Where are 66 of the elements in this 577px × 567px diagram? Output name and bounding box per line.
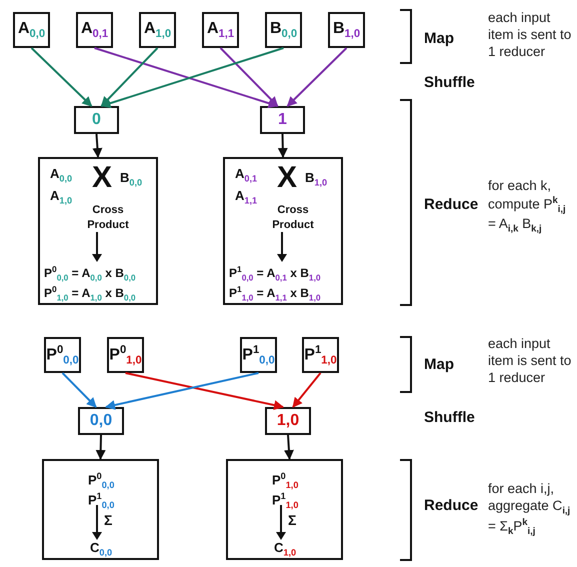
item-box [44, 337, 81, 373]
formula-text: P$^{1}$$_{0,0}$ = A$_{0,1}$ x B$_{1,0}$ [229, 265, 321, 283]
arrow [105, 372, 259, 410]
arrow [30, 47, 92, 107]
sum-sign: Σ [104, 513, 112, 528]
item-box [202, 12, 239, 48]
item-label: A$_{1,1}$ [206, 20, 234, 40]
item-label: B$_{0,0}$ [270, 20, 298, 40]
reducer-key: 0 [92, 111, 101, 129]
reducer-key: 1 [278, 111, 287, 129]
operation-label: Cross Product [86, 203, 130, 233]
phase-label: Shuffle [424, 74, 475, 91]
formula-text: A$_{0,0}$ [50, 167, 72, 184]
reducer-box [226, 459, 343, 560]
formula-text: A$_{1,0}$ [50, 189, 72, 206]
item-box [260, 106, 305, 134]
item-box [74, 106, 119, 134]
arrow [96, 434, 106, 460]
item-box [302, 337, 339, 373]
phase-label: Reduce [424, 497, 478, 514]
reducer-box [223, 157, 343, 305]
reducer-box [42, 459, 159, 560]
cross-sign: X [277, 161, 298, 194]
arrow [292, 372, 322, 408]
arrow [100, 47, 158, 107]
phase-note: each input item is sent to 1 reducer [488, 10, 572, 61]
arrow [92, 134, 102, 158]
reducer-key: 1,0 [276, 412, 300, 430]
item-box [107, 337, 144, 373]
arrow [62, 372, 97, 408]
phase-note: each input item is sent to 1 reducer [488, 336, 572, 387]
phase-label: Map [424, 356, 454, 373]
item-label: A$_{0,0}$ [18, 20, 46, 40]
item-box [76, 12, 113, 48]
arrow [286, 47, 348, 107]
formula-text: P$^{0}$$_{1,0}$ = A$_{1,0}$ x B$_{0,0}$ [44, 285, 136, 303]
arrow [284, 434, 294, 460]
item-box [139, 12, 176, 48]
item-label: B$_{1,0}$ [332, 20, 360, 40]
formula-text: P$^{1}$$_{1,0}$ = A$_{1,1}$ x B$_{1,0}$ [229, 285, 321, 303]
item-box [265, 12, 302, 48]
cross-sign: X [92, 161, 112, 194]
arrow [125, 372, 284, 410]
item-box [78, 407, 124, 435]
formula-text: B$_{1,0}$ [305, 171, 328, 188]
formula-text: A$_{1,1}$ [235, 189, 258, 206]
sum-sign: Σ [288, 513, 296, 528]
reducer-box [38, 157, 158, 305]
formula-text: A$_{0,1}$ [235, 167, 258, 184]
item-label: A$_{1,0}$ [144, 20, 172, 40]
phase-label: Map [424, 30, 454, 47]
phase-label: Shuffle [424, 409, 475, 426]
formula-text: P$^{0}$$_{0,0}$ = A$_{0,0}$ x B$_{0,0}$ [44, 265, 136, 283]
arrow [220, 47, 278, 107]
item-box [240, 337, 277, 373]
item-box [265, 407, 311, 435]
item-box [328, 12, 365, 48]
arrow [278, 134, 288, 158]
phase-label: Reduce [424, 196, 478, 213]
formula-text: B$_{0,0}$ [120, 171, 142, 188]
formula-text: C$_{1,0}$ [274, 541, 296, 558]
operation-label: Cross Product [271, 203, 315, 233]
reducer-key: 0,0 [90, 412, 112, 430]
formula-text: C$_{0,0}$ [90, 541, 112, 558]
item-label: A$_{0,1}$ [80, 20, 108, 40]
item-box [13, 12, 50, 48]
